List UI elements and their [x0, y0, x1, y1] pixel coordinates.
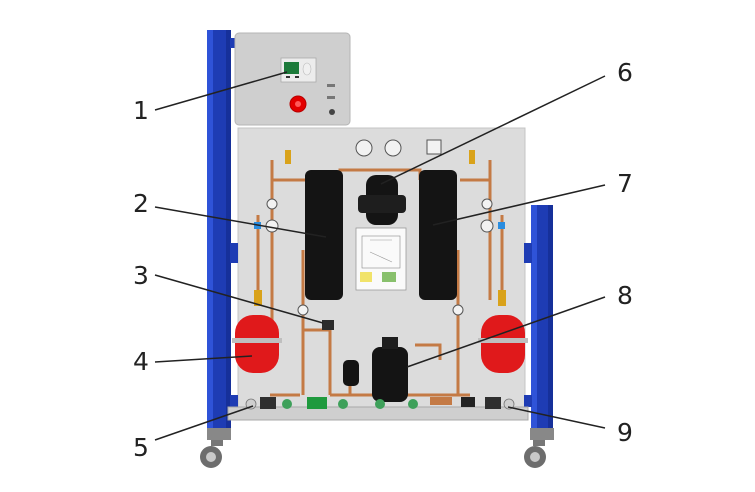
heat-exchanger-left — [305, 170, 343, 300]
gauges — [265, 139, 494, 316]
callout-2: 2 — [133, 189, 149, 218]
leader-line-5 — [154, 405, 254, 441]
left-caster — [200, 428, 231, 468]
leader-lines — [154, 71, 606, 441]
valve-block — [322, 320, 334, 330]
control-box — [234, 32, 351, 126]
ball-valves — [245, 397, 515, 410]
left-frame — [207, 30, 238, 430]
leader-line-1 — [154, 71, 288, 111]
leader-line-8 — [406, 296, 606, 368]
receiver-bottle — [343, 360, 359, 386]
heat-exchanger-right — [419, 170, 457, 300]
callout-5: 5 — [133, 433, 149, 462]
leader-line-7 — [432, 184, 606, 226]
callout-3: 3 — [133, 261, 149, 290]
callout-8: 8 — [617, 281, 633, 310]
valve-blue-right — [498, 222, 505, 229]
callout-6: 6 — [617, 58, 633, 87]
expansion-vessel-left — [232, 315, 282, 373]
callout-4: 4 — [133, 347, 149, 376]
leader-line-6 — [380, 75, 606, 185]
right-caster — [524, 428, 554, 468]
leader-line-4 — [154, 355, 253, 363]
compressor — [372, 337, 408, 402]
collector-receiver — [358, 175, 406, 225]
schematic-sheet — [355, 227, 407, 291]
leader-line-9 — [507, 406, 606, 429]
callout-9: 9 — [617, 418, 633, 447]
controller-display — [284, 62, 299, 74]
leader-line-2 — [154, 206, 327, 238]
leader-line-3 — [154, 274, 324, 324]
right-frame — [524, 205, 553, 430]
expansion-vessel-right — [478, 315, 528, 373]
callout-7: 7 — [617, 169, 633, 198]
brass-fittings — [254, 150, 506, 306]
callout-1: 1 — [133, 96, 149, 125]
